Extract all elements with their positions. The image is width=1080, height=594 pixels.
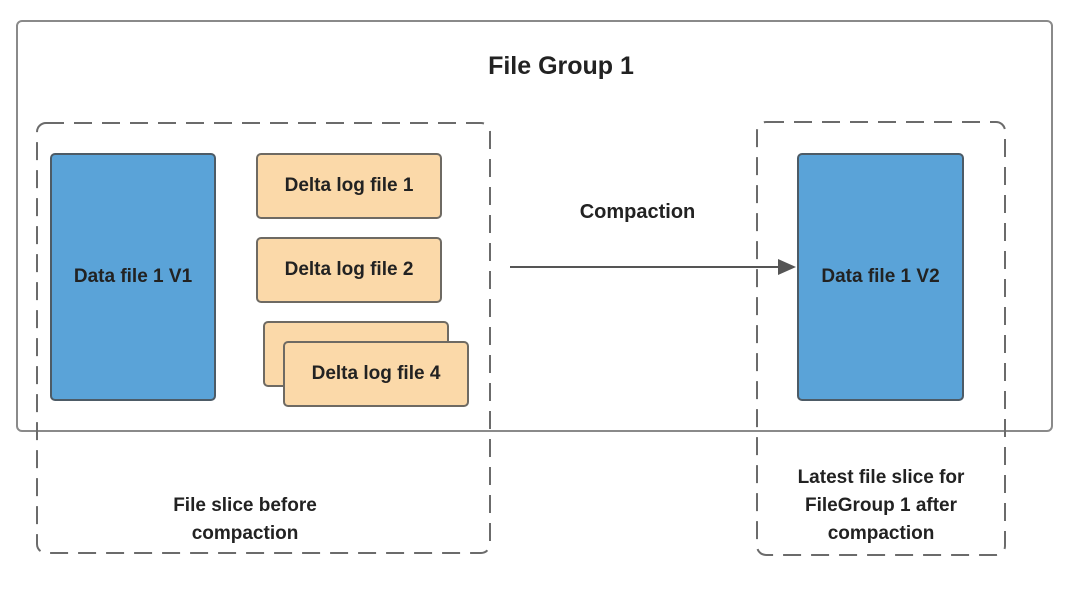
arrow-head-icon bbox=[778, 259, 796, 275]
delta-log-file-2: Delta log file 2 bbox=[256, 237, 442, 303]
delta-log-file-1-label: Delta log file 1 bbox=[284, 175, 414, 196]
data-file-v1: Data file 1 V1 bbox=[50, 153, 216, 401]
delta-log-file-1: Delta log file 1 bbox=[256, 153, 442, 219]
caption-before-line: File slice before bbox=[173, 495, 317, 516]
data-file-v1-label: Data file 1 V1 bbox=[73, 266, 193, 287]
file-slice-before-box bbox=[36, 122, 491, 554]
delta-log-file-4: Delta log file 4 bbox=[283, 341, 469, 407]
delta-log-file-4-label: Delta log file 4 bbox=[311, 363, 441, 384]
caption-after-line: Latest file slice for bbox=[797, 467, 965, 488]
compaction-label: Compaction bbox=[579, 201, 696, 223]
data-file-v2: Data file 1 V2 bbox=[797, 153, 964, 401]
caption-before-line: compaction bbox=[191, 523, 299, 544]
dashed-border-after bbox=[756, 121, 1006, 556]
caption-file-slice-before: File slice before compaction bbox=[130, 492, 360, 548]
data-file-v2-label: Data file 1 V2 bbox=[821, 266, 940, 287]
dashed-border-before bbox=[36, 122, 491, 554]
caption-latest-file-slice: Latest file slice for FileGroup 1 after … bbox=[758, 464, 1004, 548]
file-group-title: File Group 1 bbox=[488, 52, 634, 80]
file-slice-after-box bbox=[756, 121, 1006, 556]
delta-log-file-2-label: Delta log file 2 bbox=[284, 259, 414, 280]
file-group-container bbox=[16, 20, 1053, 432]
compaction-arrow bbox=[510, 259, 796, 275]
caption-after-line: FileGroup 1 after bbox=[804, 495, 958, 516]
caption-after-line: compaction bbox=[827, 523, 935, 544]
